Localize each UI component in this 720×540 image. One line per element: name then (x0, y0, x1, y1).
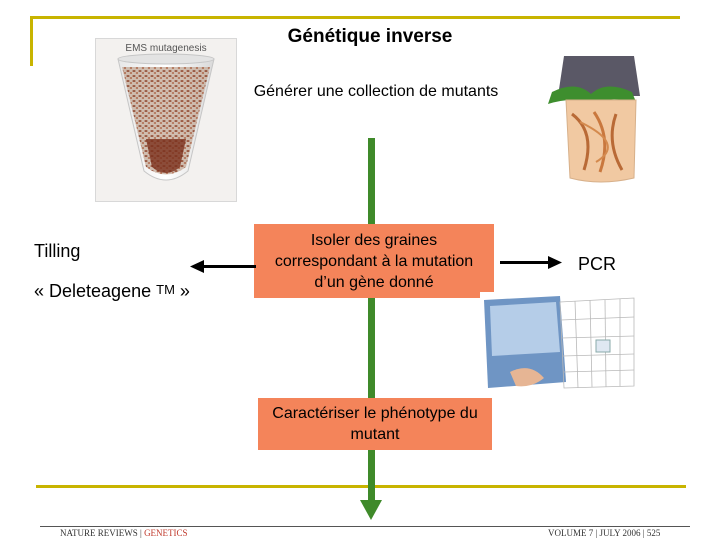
step-characterize-text: Caractériser le phénotype du mutant (272, 405, 478, 443)
bottom-frame-line (36, 485, 686, 488)
step-characterize-box: Caractériser le phénotype du mutant (258, 398, 492, 450)
tilling-label: Tilling (34, 241, 81, 261)
left-arrow (190, 260, 256, 273)
vertical-flow-arrow (360, 138, 382, 520)
issue-footer: VOLUME 7 | JULY 2006 | 525 (548, 528, 661, 538)
deleteagene-prefix: « Deleteagene (34, 281, 152, 301)
pcr-plate-image (480, 292, 638, 392)
step-generate-mutants: Générer une collection de mutants (253, 83, 499, 100)
deleteagene-label: « Deleteagene TM » (34, 281, 190, 302)
step-isolate-seeds-text: Isoler des graines correspondant à la mu… (274, 231, 474, 291)
footer-rule (40, 526, 690, 527)
step-isolate-seeds-box: Isoler des graines correspondant à la mu… (254, 224, 494, 298)
journal-right: GENETICS (144, 528, 188, 538)
ems-mutagenesis-image: EMS mutagenesis (95, 38, 237, 202)
journal-footer: NATURE REVIEWS | GENETICS (60, 528, 188, 538)
journal-left: NATURE REVIEWS (60, 528, 138, 538)
deleteagene-trademark: TM (156, 282, 175, 297)
left-frame-line (30, 16, 33, 66)
plant-culture-image (536, 52, 646, 186)
deleteagene-suffix: » (179, 281, 190, 301)
pcr-label: PCR (578, 254, 617, 274)
ems-caption: EMS mutagenesis (125, 43, 207, 54)
top-frame-line (30, 16, 680, 19)
slide-title: Génétique inverse (287, 26, 453, 47)
right-arrow (500, 256, 562, 269)
journal-separator: | (140, 528, 142, 538)
